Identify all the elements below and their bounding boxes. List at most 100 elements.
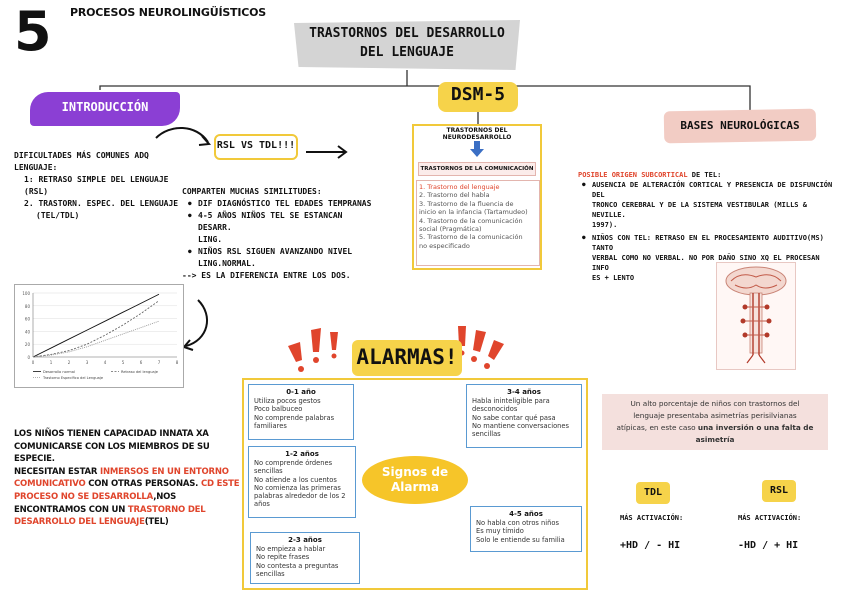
chart-ytick-label: 0 [27,355,30,360]
ninos-highlight: TRASTORNO DEL [127,504,206,515]
ninos-line: LOS NIÑOS TIENEN CAPACIDAD INNATA XA [14,429,209,439]
dificultades-text: DIFICULTADES MÁS COMUNES ADQ LENGUAJE: 1… [14,150,184,222]
bases-item-line: VERBAL COMO NO VERBAL. NO POR DAÑO SINO … [592,254,820,272]
bases-item-line: ES + LENTO [592,274,635,282]
bases-branch-label: BASES NEUROLÓGICAS [680,119,800,132]
alarm-item: No sabe contar qué pasa [472,413,556,422]
intro-branch-box [30,92,180,126]
dsm-item: inicio en la infancia (Tartamudeo) [419,208,528,217]
chart-series-line [32,300,160,358]
alarm-center-label: Signos de Alarma [362,456,468,504]
asymmetry-text: Un alto porcentaje de niños con trastorn… [606,398,824,446]
ninos-highlight: DESARROLLO DEL LENGUAJE [14,517,145,528]
chart-xtick-label: 7 [158,360,161,365]
ninos-span: ,NOS [153,491,177,502]
alarm-box-4-5: 4-5 años No habla con otros niños Es muy… [470,506,582,552]
asymmetry-bold: asimetría [695,435,735,444]
dificultades-line2: LENGUAJE: [14,163,58,172]
ninos-span: ENCONTRAMOS CON UN [14,504,128,515]
alarm-item: No habla con otros niños [476,519,559,527]
chart-xtick-label: 0 [32,360,35,365]
asymmetry-span: atípicas, en este caso [616,423,698,432]
alarm-item: palabras alrededor de los 2 [254,492,346,501]
dificultades-line1: DIFICULTADES MÁS COMUNES ADQ [14,151,149,160]
alarm-box-0-1: 0-1 año Utiliza pocos gestos Poco balbuc… [248,384,354,440]
main-title-box [294,20,520,70]
comparten-item-text-cont: LING. [198,235,223,244]
chart-series-line [32,293,160,358]
dificultades-item2-line1: 2. TRASTORN. ESPEC. DEL LENGUAJE [24,199,179,208]
bases-text: POSIBLE ORIGEN SUBCORTICAL DE TEL: AUSEN… [578,170,840,283]
rsl-chip: RSL [762,480,796,502]
chart-legend-label: Desarrollo normal [43,370,75,374]
comparten-item: DIF DIAGNÓSTICO TEL EDADES TEMPRANAS [188,198,372,210]
posible-origen-highlight: POSIBLE ORIGEN SUBCORTICAL [578,171,688,179]
alarm-item: Habla ininteligible para [472,397,550,405]
dsm-communication-heading: TRASTORNOS DE LA COMUNICACIÓN [418,162,536,176]
bases-item-line: 1997). [592,221,618,229]
ninos-highlight: PROCESO NO SE DESARROLLA [14,491,154,502]
dsm-branch-label: DSM-5 [450,84,506,105]
rsl-vs-tdl-box [214,134,298,160]
alarm-item: Poco balbuceo [254,405,303,414]
ninos-highlight: CD ESTE [200,479,240,490]
comparten-item-text-cont: LING.NORMAL. [198,259,256,268]
bases-item-line: TRONCO CEREBRAL Y DE LA SISTEMA VESTIBUL… [592,201,807,219]
dsm-panel-heading: TRASTORNOS DEL NEURODESARROLLO [442,127,512,141]
alarm-item: sencillas [472,430,501,439]
dsm-disorder-list: 1. Trastorno del lenguaje 2. Trastorno d… [416,180,540,266]
rsl-activation-value: -HD / + HI [738,540,799,551]
alarm-box-1-2: 1-2 años No comprende órdenes sencillas … [248,446,356,518]
rsl-vs-tdl-label: RSL VS TDL!!! [216,140,296,151]
chart-xtick-label: 5 [122,360,125,365]
alarm-box-heading: 3-4 años [507,388,541,396]
dsm-item: 2. Trastorno del habla [419,191,490,200]
alarm-item: No empieza a hablar [256,545,326,553]
alarm-item: sencillas [256,569,285,578]
dsm-item: 3. Trastorno de la fluencia de [419,199,514,208]
chart-ytick-label: 20 [25,342,31,347]
ninos-line: DESARROLLO DEL LENGUAJE(TEL) [14,516,240,529]
comparten-item-text: DIF DIAGNÓSTICO TEL EDADES TEMPRANAS [198,199,372,208]
subject-title: PROCESOS NEUROLINGÜÍSTICOS [70,6,266,19]
chart-xtick-label: 8 [176,360,179,365]
ninos-line: PROCESO NO SE DESARROLLA,NOS [14,491,240,504]
alarm-box-2-3: 2-3 años No empieza a hablar No repite f… [250,532,360,584]
alarm-box-heading: 4-5 años [509,510,543,518]
chart-ytick-label: 60 [25,317,31,322]
tdl-activation-label: MÁS ACTIVACIÓN: [620,514,684,522]
ninos-line: COMUNICARSE CON LOS MIEMBROS DE SU [14,441,210,452]
ninos-highlight: COMUNICATIVO [14,479,86,490]
tdl-chip: TDL [636,482,670,504]
chart-xtick-label: 3 [86,360,89,365]
alarm-item: No contesta a preguntas [256,561,339,570]
alarm-item: Utiliza pocos gestos [254,397,321,405]
alarm-item: años [254,500,270,509]
alarm-item: sencillas [254,467,283,476]
comparten-heading: COMPARTEN MUCHAS SIMILITUDES: [182,187,322,196]
alarm-item: No mantiene conversaciones [472,421,570,430]
comparten-item-text: 4-5 AÑOS NIÑOS TEL SE ESTANCAN DESARR. [198,211,343,232]
bases-item: AUSENCIA DE ALTERACIÓN CORTICAL Y PRESEN… [582,180,840,230]
alarm-item: No comprende palabras [254,413,335,422]
alarm-title-box [352,340,462,376]
alarm-box-heading: 1-2 años [285,450,319,458]
bases-item-line: AUSENCIA DE ALTERACIÓN CORTICAL Y PRESEN… [592,181,833,199]
alarm-box-heading: 2-3 años [288,536,322,544]
alarm-item: No comprende órdenes [254,459,333,467]
chart-ytick-label: 100 [22,291,30,296]
comparten-list: DIF DIAGNÓSTICO TEL EDADES TEMPRANAS 4-5… [182,198,372,270]
alarm-box-3-4: 3-4 años Habla ininteligible para descon… [466,384,582,448]
ninos-span: NECESITAN ESTAR [14,466,100,477]
chart-series-line [32,320,160,358]
bases-item-line: NIÑOS CON TEL: RETRASO EN EL PROCESAMIEN… [592,234,824,252]
dsm-item: no especificado [419,241,470,250]
comparten-item: 4-5 AÑOS NIÑOS TEL SE ESTANCAN DESARR. LI… [188,210,372,246]
alarm-box-heading: 0-1 año [286,388,316,396]
dsm-item: 4. Trastorno de la comunicación [419,216,523,225]
chart-xtick-label: 1 [50,360,53,365]
comparten-item: NIÑOS RSL SIGUEN AVANZANDO NIVEL LING.NOR… [188,246,372,270]
comparten-item-text: NIÑOS RSL SIGUEN AVANZANDO NIVEL [198,247,353,256]
